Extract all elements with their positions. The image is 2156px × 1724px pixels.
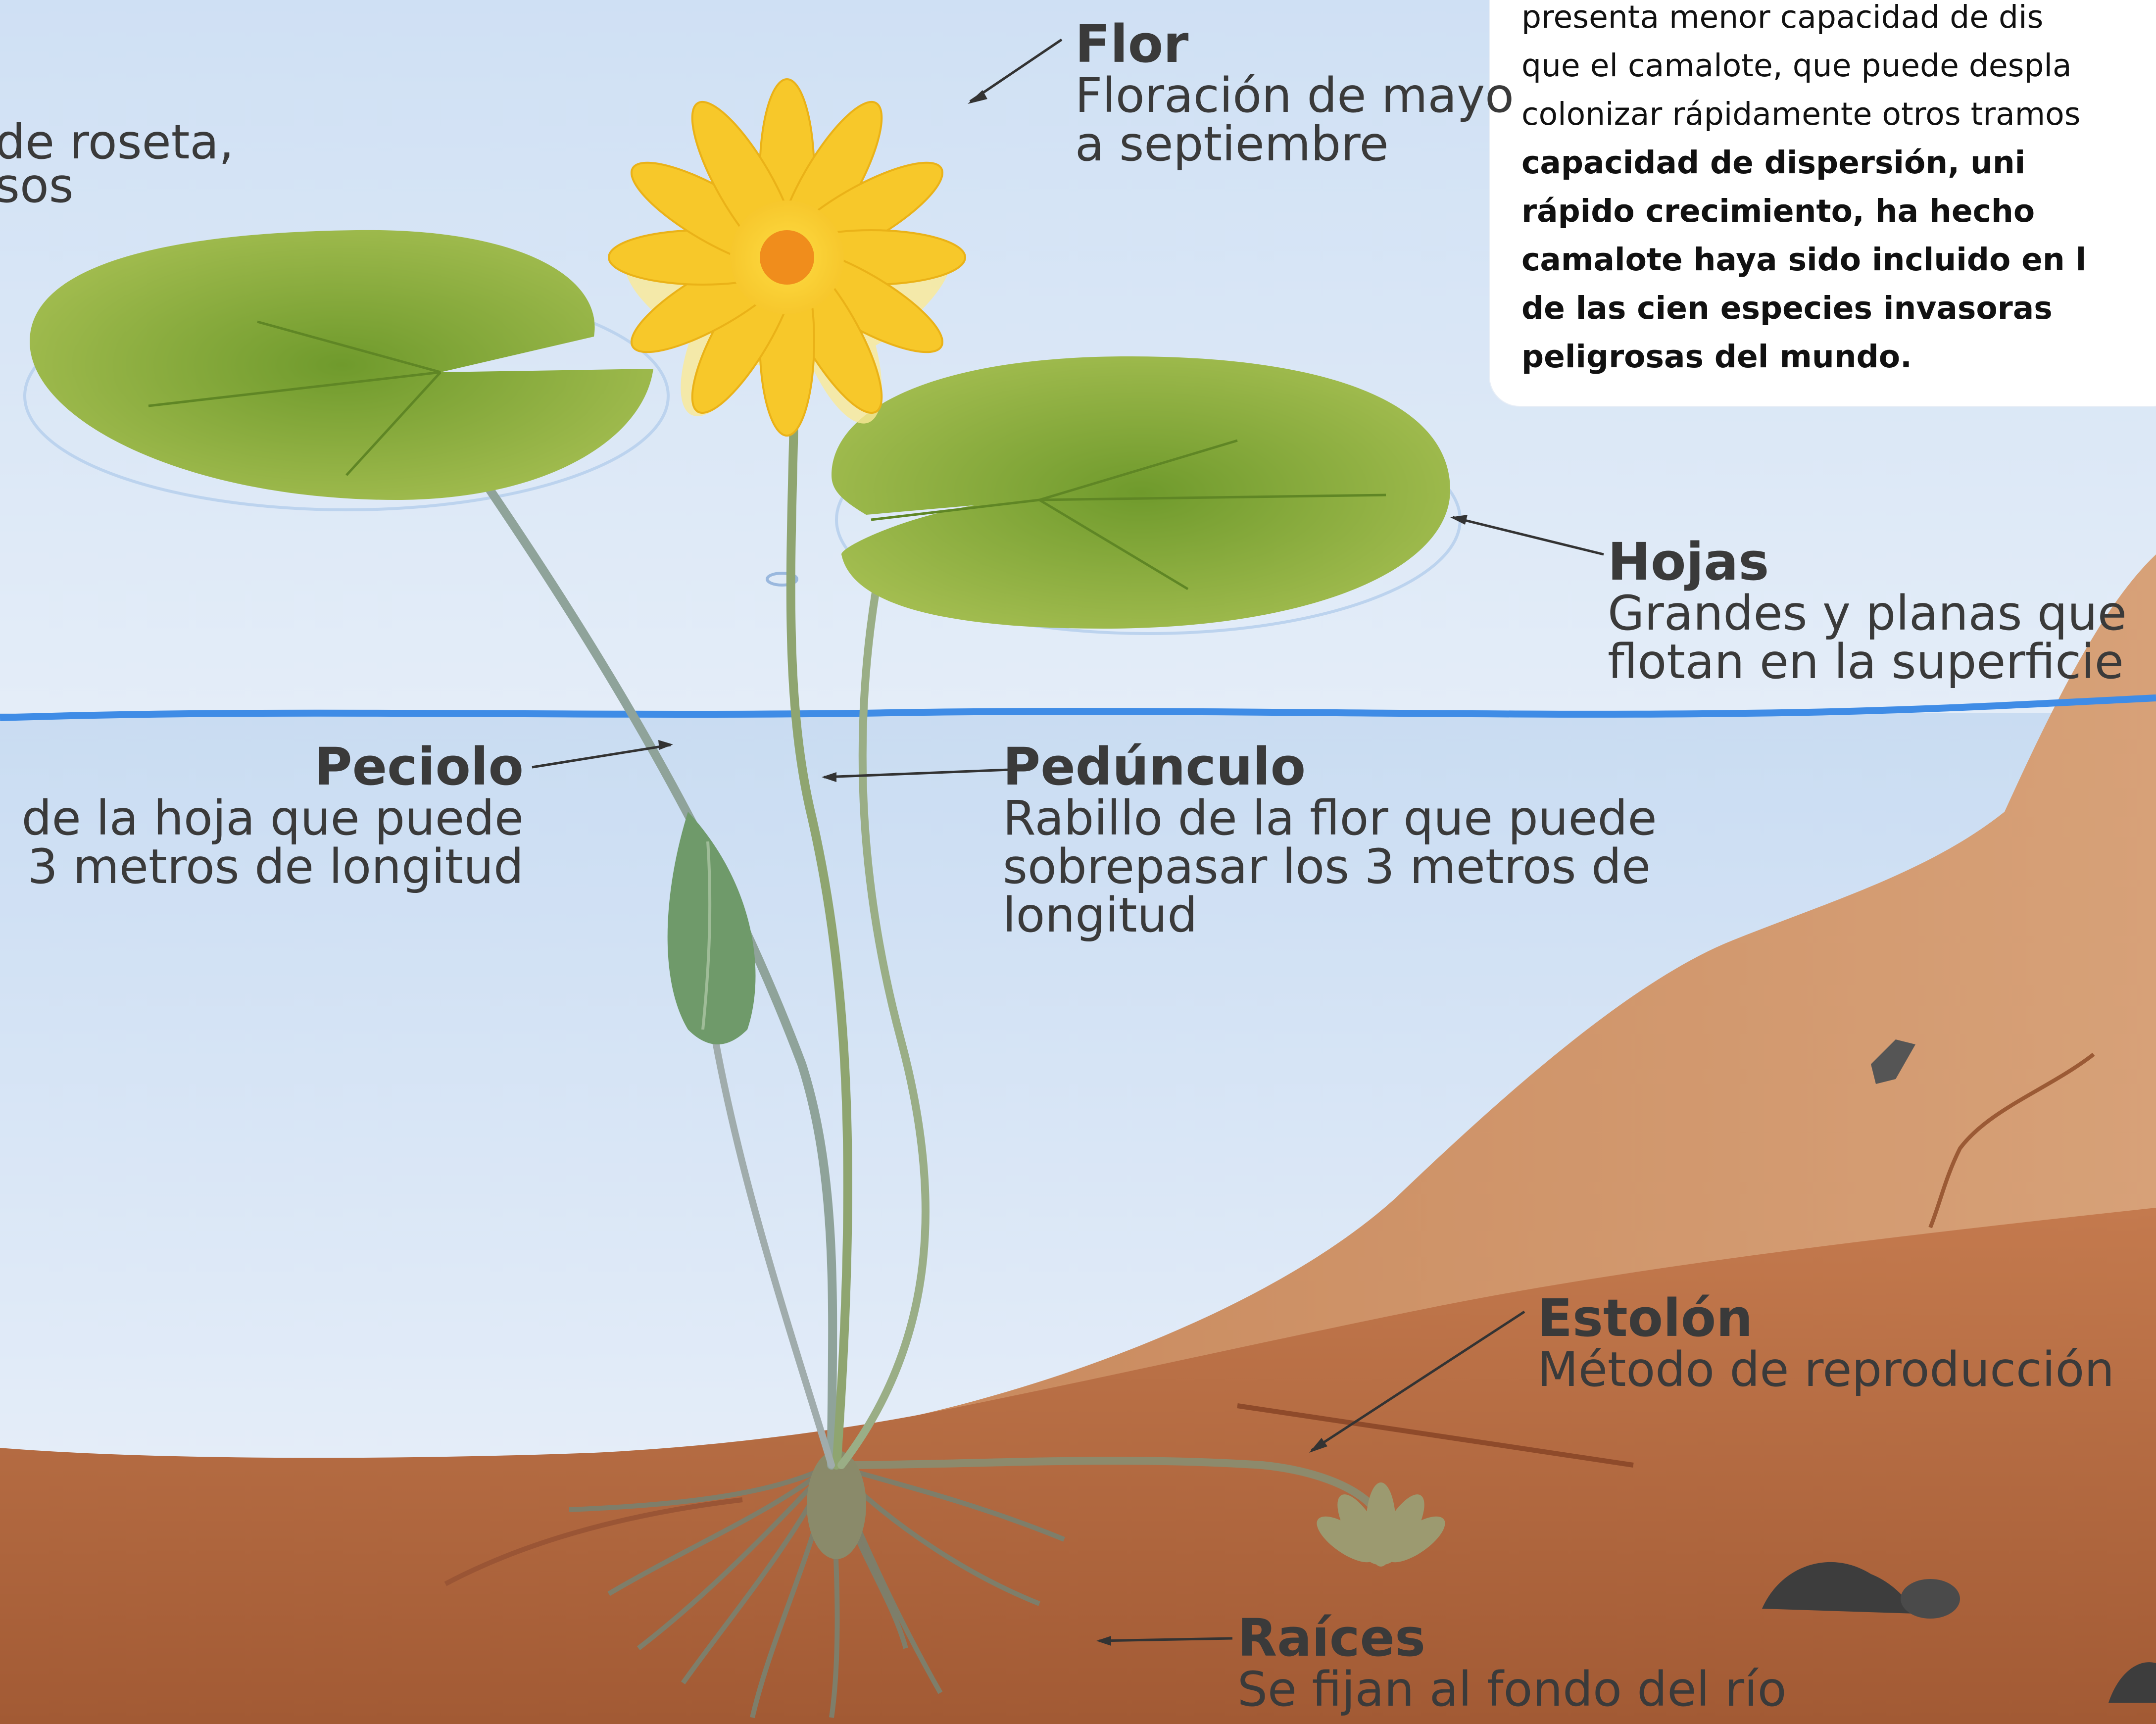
leader-lines [532,38,1604,1642]
rock [1762,1562,1915,1614]
hojas-title: Hojas [1608,532,1769,592]
raices-desc-line: Se fijan al fondo del río [1237,1662,1787,1717]
arrowheads [658,90,1468,1646]
pedunculo-desc-line: sobrepasar los 3 metros de [1003,839,1651,894]
rock [1871,1039,1915,1084]
info-line: que el camalote, que puede despla [1521,48,2072,84]
flor-title: Flor [1075,14,1189,74]
info-box [1490,0,2156,406]
estolon-title: Estolón [1537,1288,1753,1348]
rock [1901,1579,1960,1619]
hojas-desc-line: flotan en la superficie [1608,634,2124,690]
hojas-label: Hojas Grandes y planas que flotan en la … [1608,535,2127,686]
rock [2108,1662,2156,1703]
rhizome [807,1450,866,1559]
stolon-bud [1317,1482,1445,1567]
raices-title: Raíces [1237,1608,1425,1668]
flower-bud-line [701,841,712,1030]
bank-crack [1928,1052,2095,1229]
info-line: colonizar rápidamente otros tramos [1521,96,2081,132]
stolon [841,1457,1374,1508]
soil-highlight [444,1497,743,1586]
peciolo-desc-line: de la hoja que puede [21,790,524,846]
pedunculo-desc-line: longitud [1003,887,1198,943]
info-box-text: presenta menor capacidad de dis que el c… [1521,0,2156,381]
flower-bud [667,812,756,1044]
stems [486,392,930,1470]
peciolo-desc-line: 3 metros de longitud [27,839,524,894]
hojas-desc-line: Grandes y planas que [1608,586,2127,641]
ripple [766,572,798,587]
info-bold-line: rápido crecimiento, ha hecho [1521,193,2035,229]
river-bed [0,1208,2156,1724]
info-bold-line: peligrosas del mundo. [1521,339,1912,375]
peciolo-label: Peciolo de la hoja que puede 3 metros de… [22,739,524,891]
flor-label: Flor Floración de mayo a septiembre [1075,17,1514,168]
pedunculo-label: Pedúnculo Rabillo de la flor que puede s… [1003,739,1657,939]
soil-highlight [1237,1403,1634,1468]
info-bold-line: capacidad de dispersión, uni [1521,145,2026,181]
info-bold-line: de las cien especies invasoras [1521,290,2053,326]
info-bold-line: camalote haya sido incluido en l [1521,242,2087,278]
fragment-line: sos [0,158,74,213]
flor-desc-line: a septiembre [1075,116,1389,172]
fragment-line: de roseta, [0,114,234,170]
peciolo-title: Peciolo [314,737,524,797]
pedunculo-desc-line: Rabillo de la flor que puede [1003,790,1657,846]
pedunculo-title: Pedúnculo [1003,737,1306,797]
estolon-label: Estolón Método de reproducción [1537,1291,2114,1394]
river-bank [916,554,2156,1465]
flor-desc-line: Floración de mayo [1075,68,1514,123]
leaf-veins [148,320,1386,591]
left-lily-pad [30,230,653,500]
info-line: presenta menor capacidad de dis [1521,0,2044,35]
right-lily-pad [832,356,1450,629]
water-surface-line [0,694,2156,721]
raices-label: Raíces Se fijan al fondo del río [1237,1611,1786,1714]
fragment-label: de roseta, sos [0,118,234,210]
flower [608,78,966,437]
estolon-desc-line: Método de reproducción [1537,1342,2115,1397]
